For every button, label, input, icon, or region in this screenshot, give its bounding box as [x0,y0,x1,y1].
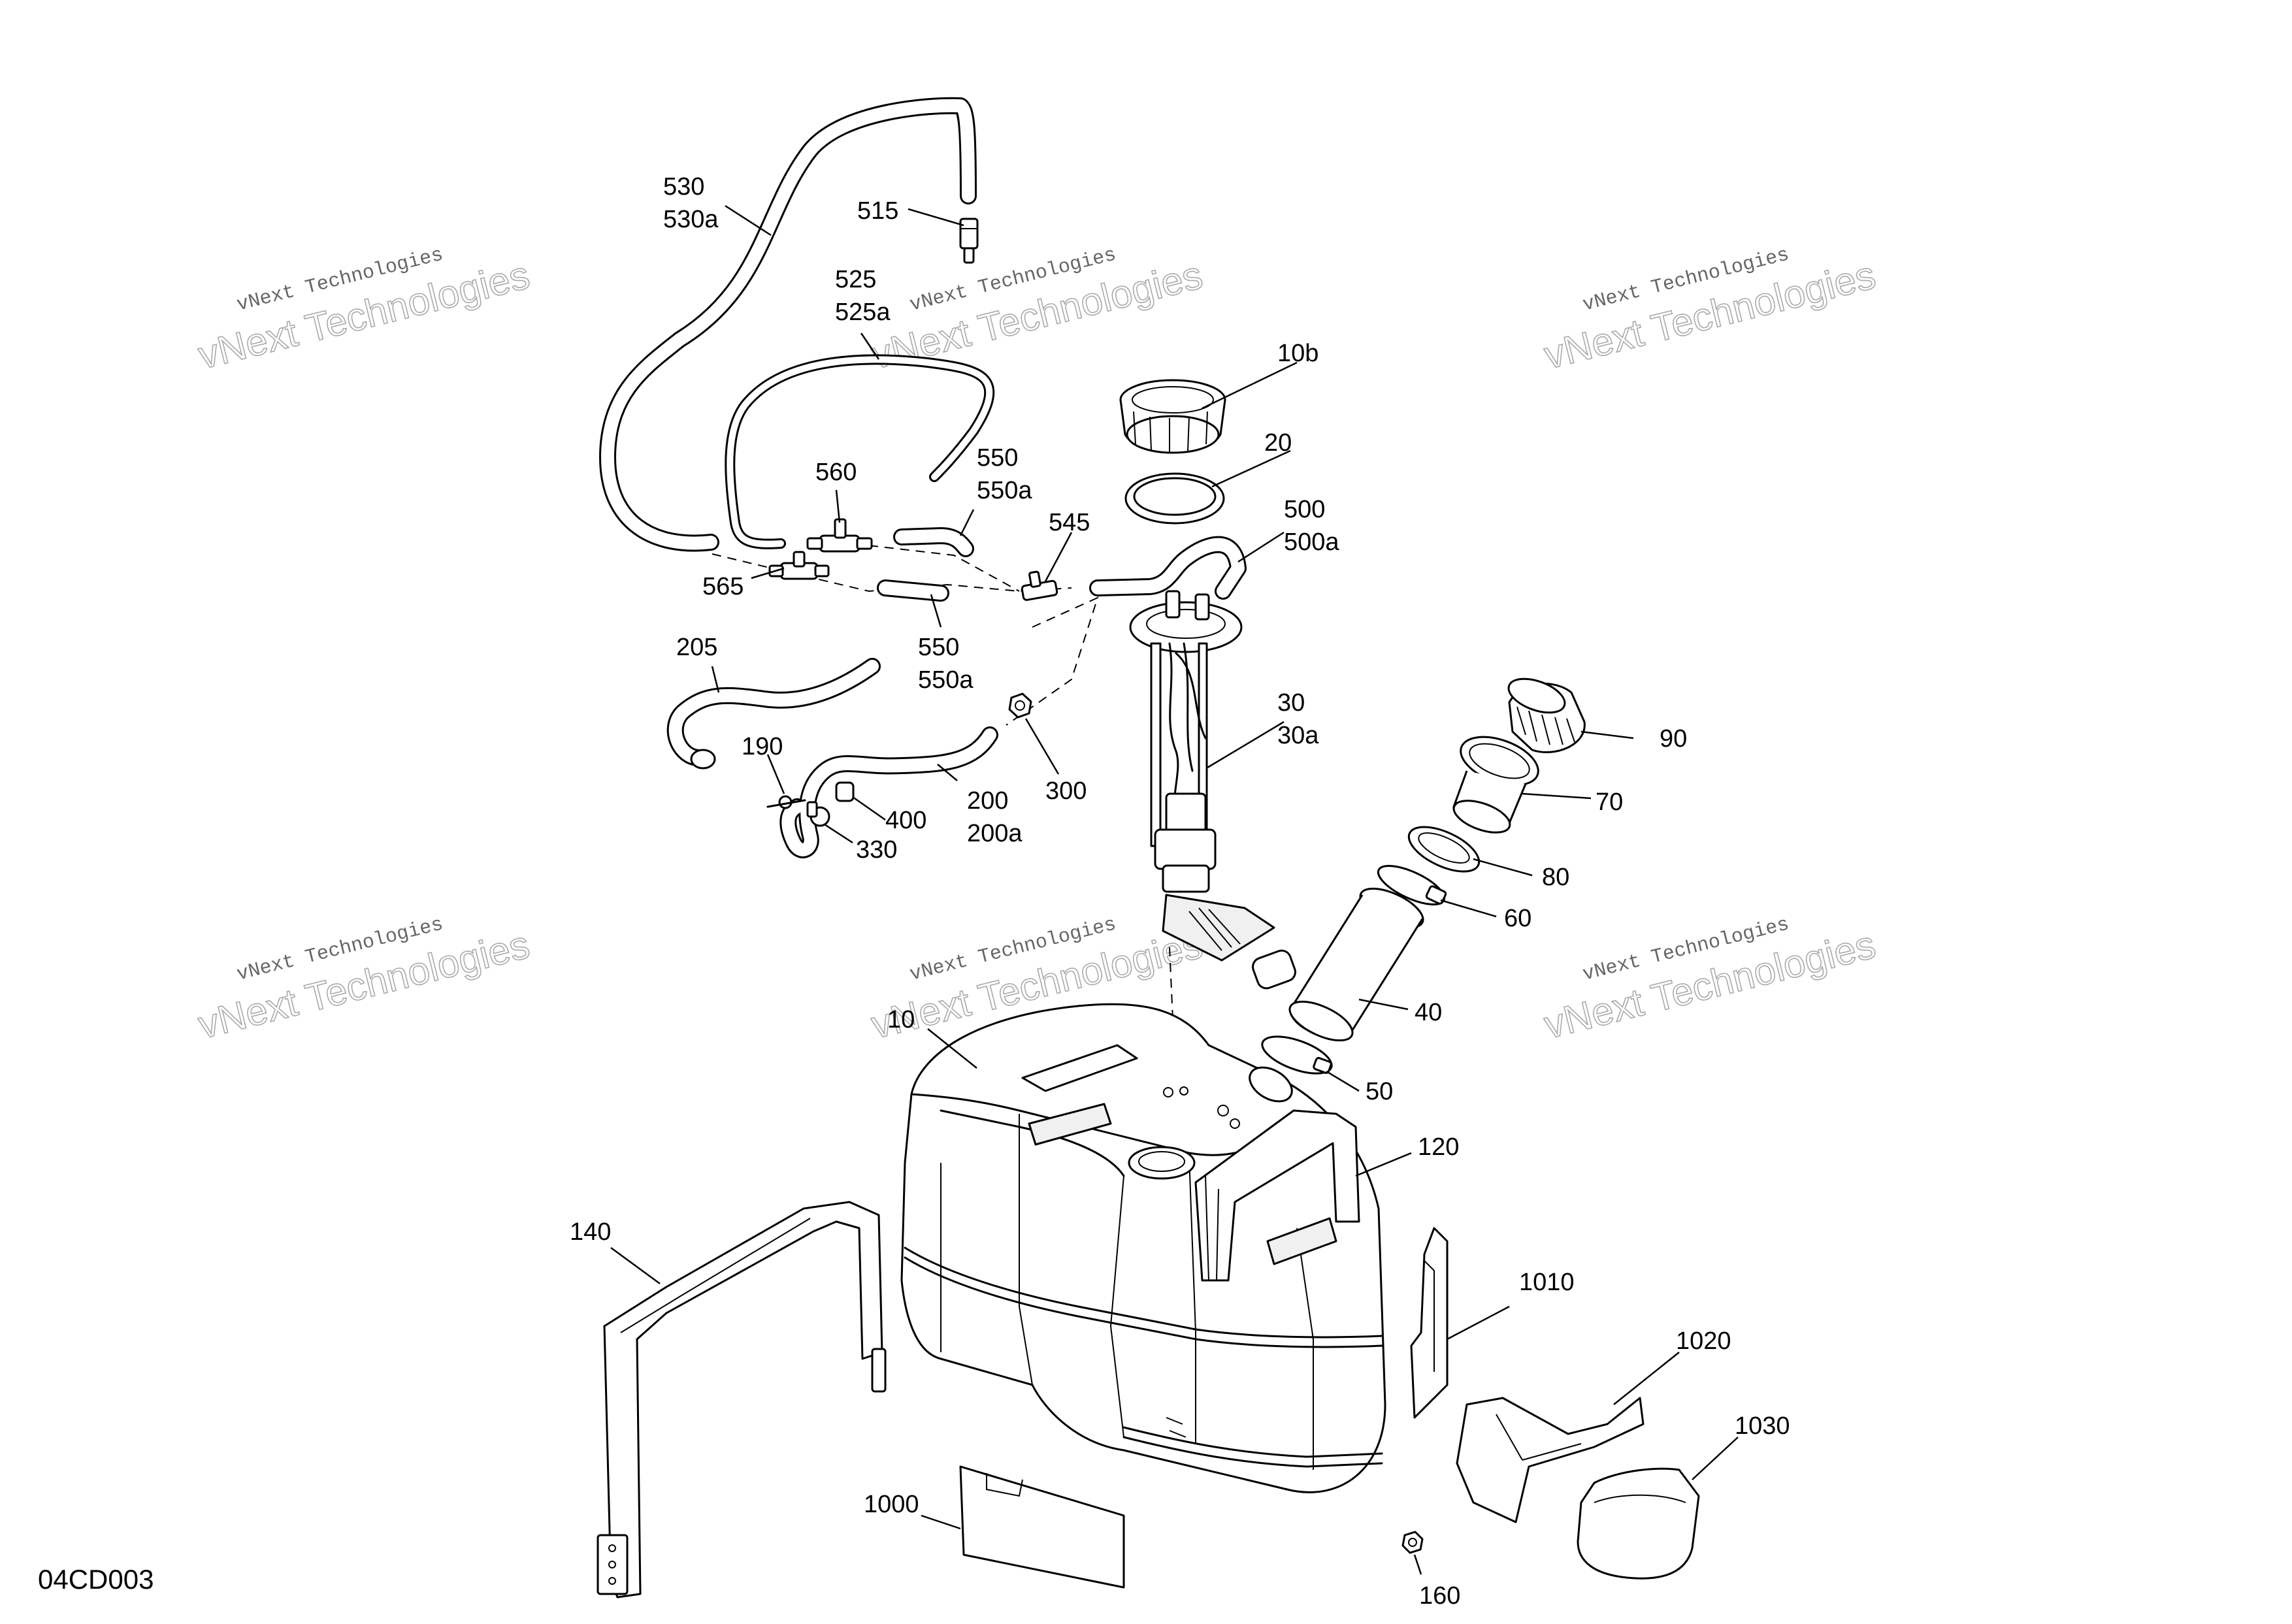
label-60[interactable]: 60 [1504,905,1531,932]
fuel-cap-90[interactable] [1504,672,1586,753]
label-1010[interactable]: 1010 [1519,1269,1575,1296]
label-10b[interactable]: 10b [1277,340,1318,367]
label-1020[interactable]: 1020 [1676,1327,1731,1355]
label-70[interactable]: 70 [1596,788,1623,816]
nut-160[interactable] [1401,1531,1424,1554]
label-30a[interactable]: 30a [1277,722,1319,749]
label-50[interactable]: 50 [1366,1078,1393,1105]
label-550a-top[interactable]: 550a [977,477,1032,504]
label-330[interactable]: 330 [856,836,897,864]
label-560[interactable]: 560 [815,459,857,486]
label-1000[interactable]: 1000 [864,1491,919,1518]
label-1030[interactable]: 1030 [1735,1412,1790,1440]
label-550-bottom[interactable]: 550 [918,634,959,661]
hose-205[interactable] [666,658,881,770]
watermark: vNext Technologies vNext Technologies [1539,244,1880,378]
tee-fitting-565[interactable] [768,551,830,580]
connector-545[interactable] [1021,570,1058,601]
fuel-tank-10[interactable] [900,1003,1386,1493]
label-500a[interactable]: 500a [1284,528,1339,556]
leader-lines [610,204,1739,1575]
label-550a-bottom[interactable]: 550a [918,666,974,694]
hose-550-upper[interactable] [893,527,974,557]
label-545[interactable]: 545 [1049,509,1090,536]
label-205[interactable]: 205 [676,634,717,661]
seal-ring-20[interactable] [1124,472,1225,525]
watermark-group: vNext Technologies vNext Technologies vN… [193,244,1880,1047]
label-550-top[interactable]: 550 [977,444,1018,472]
label-120[interactable]: 120 [1418,1133,1459,1161]
label-90[interactable]: 90 [1660,725,1687,753]
hose-530[interactable] [599,97,977,552]
part-labels: 530 530a 515 525 525a 10b 20 500 500a 56… [570,173,1790,1610]
hose-200[interactable] [779,726,998,858]
hose-40[interactable] [1285,881,1429,1048]
heat-shield-1030[interactable] [1577,1467,1700,1580]
label-530a[interactable]: 530a [663,206,719,233]
strap-140[interactable] [597,1201,887,1599]
label-515[interactable]: 515 [857,197,898,225]
clamp-50[interactable] [1258,1029,1336,1081]
tee-fitting-560[interactable] [806,518,873,553]
strap-120[interactable] [1194,1109,1360,1282]
label-400[interactable]: 400 [885,807,926,834]
heat-shield-1020[interactable] [1456,1397,1645,1523]
label-300[interactable]: 300 [1045,777,1087,805]
hose-500[interactable] [1089,536,1247,600]
label-525[interactable]: 525 [835,266,876,293]
watermark: vNext Technologies vNext Technologies [193,244,534,378]
hose-525[interactable] [725,354,995,549]
label-565[interactable]: 565 [702,573,744,600]
connector-515[interactable] [959,218,979,264]
filler-neck-70[interactable] [1450,728,1545,839]
clip-400[interactable] [835,781,855,802]
watermark: vNext Technologies vNext Technologies [193,913,534,1047]
label-30[interactable]: 30 [1277,689,1305,717]
lock-ring-10b[interactable] [1119,379,1226,454]
diagram-code: 04CD003 [38,1564,154,1595]
label-140[interactable]: 140 [570,1218,611,1246]
label-160[interactable]: 160 [1419,1582,1460,1610]
label-525a[interactable]: 525a [835,299,891,326]
label-200[interactable]: 200 [967,787,1008,815]
label-80[interactable]: 80 [1542,864,1569,891]
heat-shield-1000[interactable] [959,1465,1125,1589]
hose-550-lower[interactable] [877,579,949,602]
clamp-330[interactable] [806,801,830,827]
label-200a[interactable]: 200a [967,820,1023,847]
label-40[interactable]: 40 [1415,999,1442,1026]
label-500[interactable]: 500 [1284,496,1325,523]
fuel-pump-30[interactable] [1129,590,1298,991]
label-530[interactable]: 530 [663,173,704,201]
nut-80[interactable] [1402,818,1485,881]
label-10[interactable]: 10 [887,1006,915,1033]
label-190[interactable]: 190 [742,733,783,760]
screw-190[interactable] [766,795,806,809]
label-20[interactable]: 20 [1264,429,1292,457]
heat-shield-1010[interactable] [1410,1227,1449,1419]
nut-300[interactable] [1008,692,1032,719]
watermark: vNext Technologies vNext Technologies [1539,913,1880,1047]
